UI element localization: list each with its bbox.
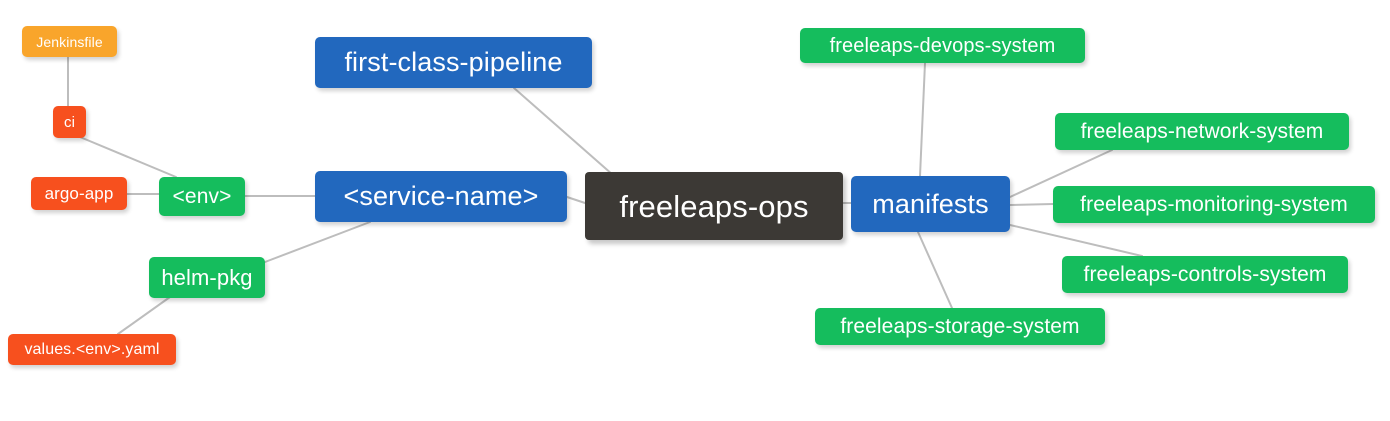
mindmap-node-jenkinsfile[interactable]: Jenkinsfile	[22, 26, 117, 57]
mindmap-node-ci[interactable]: ci	[53, 106, 86, 138]
mindmap-node-label: values.<env>.yaml	[24, 340, 160, 358]
edge-helm-pkg-to-values-yaml	[117, 296, 171, 335]
mindmap-node-label: Jenkinsfile	[36, 33, 103, 50]
mindmap-node-controls-system[interactable]: freeleaps-controls-system	[1062, 256, 1348, 293]
mindmap-node-label: freeleaps-controls-system	[1083, 263, 1327, 286]
edge-service-name-to-helm-pkg	[264, 221, 371, 263]
mindmap-node-label: freeleaps-storage-system	[840, 315, 1080, 338]
mindmap-node-monitoring-system[interactable]: freeleaps-monitoring-system	[1053, 186, 1375, 223]
mindmap-node-network-system[interactable]: freeleaps-network-system	[1055, 113, 1349, 150]
mindmap-node-label: freeleaps-monitoring-system	[1080, 193, 1348, 216]
mindmap-node-label: first-class-pipeline	[344, 47, 563, 77]
mindmap-node-label: ci	[63, 113, 76, 131]
edge-manifests-to-monitoring-system	[1009, 203, 1054, 206]
edge-manifests-to-controls-system	[1009, 224, 1143, 257]
mindmap-node-label: freeleaps-network-system	[1080, 120, 1324, 143]
edge-root-to-first-class-pipeline	[513, 87, 614, 176]
edge-manifests-to-storage-system	[917, 231, 953, 309]
mindmap-node-devops-system[interactable]: freeleaps-devops-system	[800, 28, 1085, 63]
mindmap-node-label: <env>	[172, 185, 232, 208]
mindmap-node-manifests[interactable]: manifests	[851, 176, 1010, 232]
mindmap-node-env[interactable]: <env>	[159, 177, 245, 216]
mindmap-node-service-name[interactable]: <service-name>	[315, 171, 567, 222]
mindmap-node-label: freeleaps-devops-system	[829, 34, 1056, 57]
mindmap-node-label: <service-name>	[343, 181, 539, 211]
mindmap-node-argo-app[interactable]: argo-app	[31, 177, 127, 210]
mindmap-node-label: manifests	[872, 188, 989, 219]
mindmap-node-label: freeleaps-ops	[619, 188, 809, 224]
mindmap-node-label: argo-app	[44, 184, 114, 203]
mindmap-node-values-yaml[interactable]: values.<env>.yaml	[8, 334, 176, 365]
mindmap-node-first-class-pipeline[interactable]: first-class-pipeline	[315, 37, 592, 88]
mindmap-node-root[interactable]: freeleaps-ops	[585, 172, 843, 240]
edge-root-to-service-name	[566, 196, 586, 204]
mindmap-node-helm-pkg[interactable]: helm-pkg	[149, 257, 265, 298]
mindmap-node-storage-system[interactable]: freeleaps-storage-system	[815, 308, 1105, 345]
edge-env-to-ci	[79, 136, 177, 178]
mindmap-node-label: helm-pkg	[161, 264, 253, 290]
edge-manifests-to-devops-system	[919, 62, 926, 177]
